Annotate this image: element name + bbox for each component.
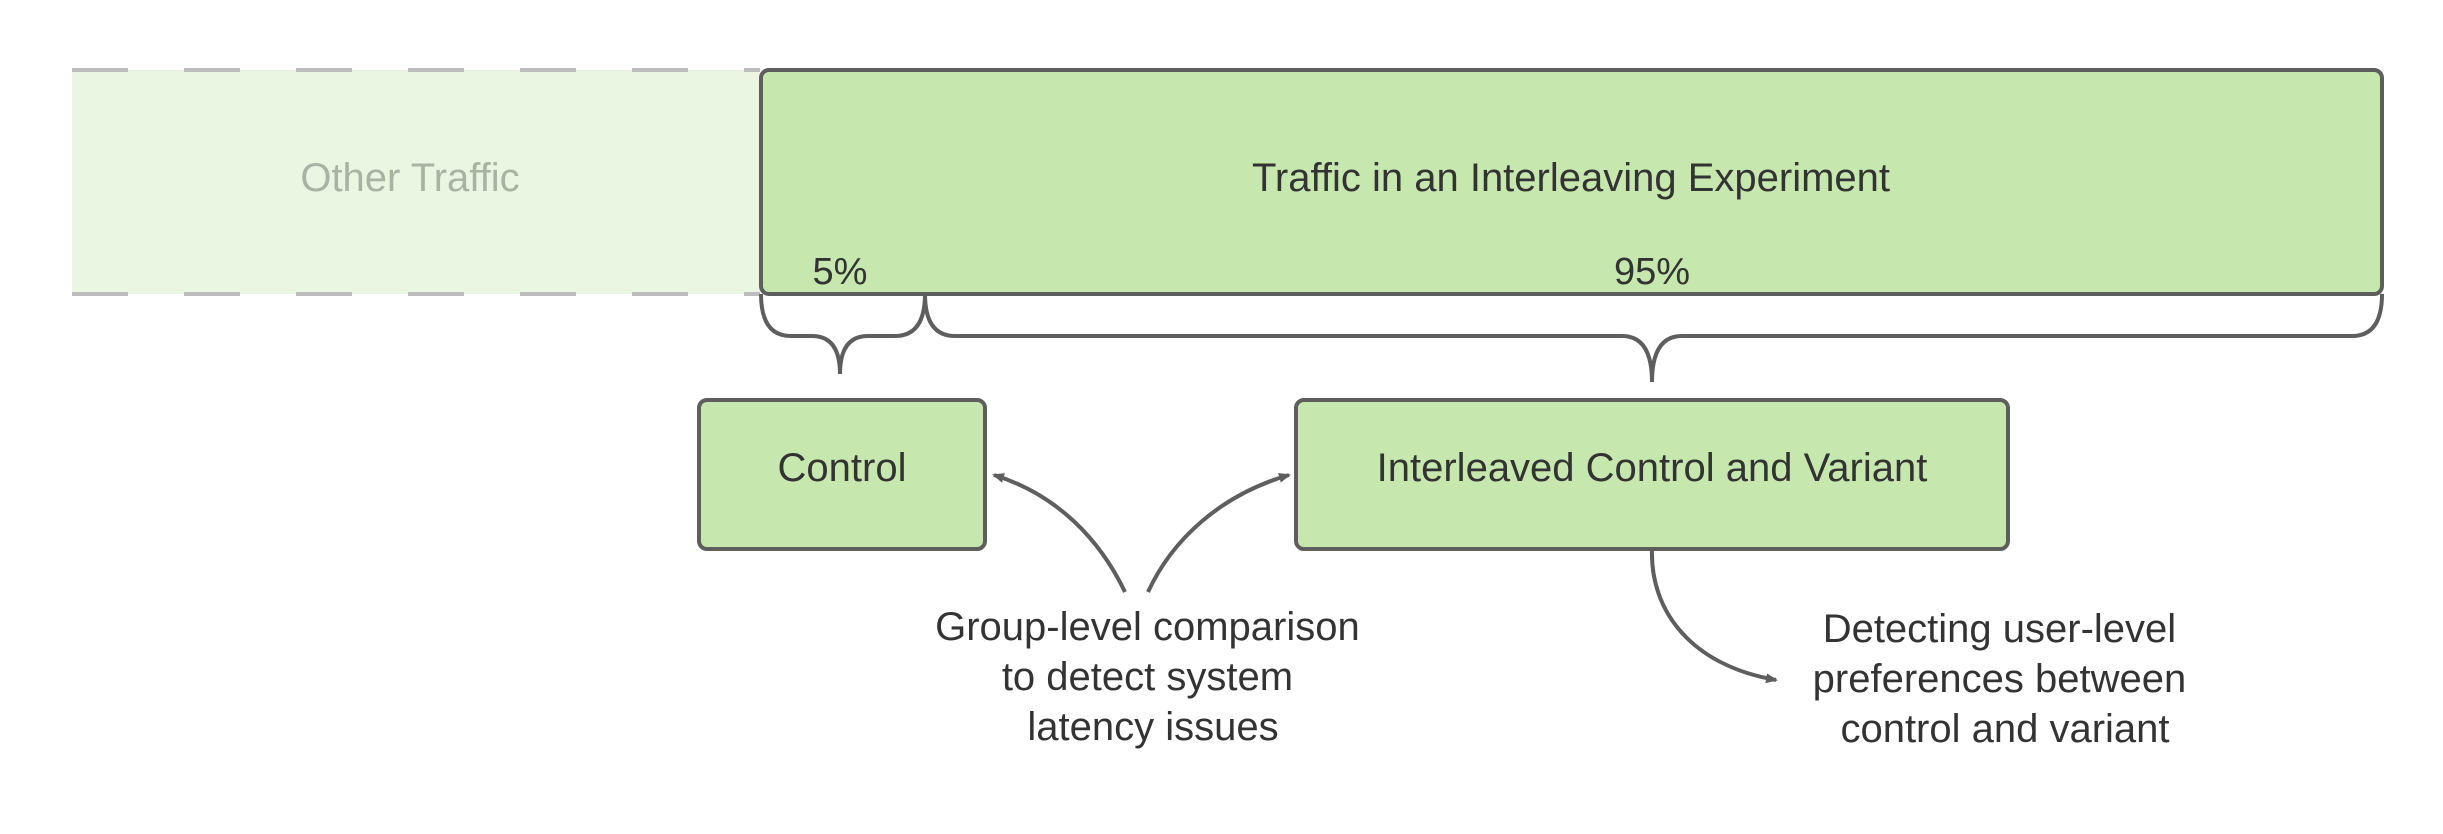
arrow-to-control xyxy=(992,473,1127,593)
interleaved-share-label: 95% xyxy=(1614,251,1690,293)
control-share-brace xyxy=(759,293,927,375)
user-preference-line-3: control and variant xyxy=(1840,707,2169,751)
experiment-traffic-block: Traffic in an Interleaving Experiment 5%… xyxy=(759,68,2384,296)
other-traffic-fill xyxy=(72,70,760,294)
experiment-traffic-label: Traffic in an Interleaving Experiment xyxy=(1252,156,1890,200)
interleaved-share-brace xyxy=(923,293,2384,383)
other-traffic-label: Other Traffic xyxy=(300,156,519,200)
other-traffic-block: Other Traffic xyxy=(72,68,760,296)
arrow-to-interleaved xyxy=(1146,472,1291,593)
arrow-to-user-preference-note xyxy=(1649,548,1778,684)
interleaved-group-box: Interleaved Control and Variant xyxy=(1294,398,2010,551)
group-comparison-line-2: to detect system xyxy=(1002,655,1293,699)
user-preference-line-1: Detecting user-level xyxy=(1823,607,2177,651)
control-group-box: Control xyxy=(697,398,987,551)
control-box xyxy=(697,398,987,551)
user-preference-line-2: preferences between xyxy=(1813,657,2187,701)
control-share-label: 5% xyxy=(813,251,868,293)
control-label: Control xyxy=(778,446,907,490)
group-comparison-line-3: latency issues xyxy=(1027,705,1278,749)
interleaved-label: Interleaved Control and Variant xyxy=(1377,446,1928,490)
group-comparison-line-1: Group-level comparison xyxy=(935,605,1360,649)
experiment-traffic-box xyxy=(759,68,2384,296)
group-comparison-note: Group-level comparison to detect system … xyxy=(935,605,1371,749)
user-preference-note: Detecting user-level preferences between… xyxy=(1813,607,2198,751)
